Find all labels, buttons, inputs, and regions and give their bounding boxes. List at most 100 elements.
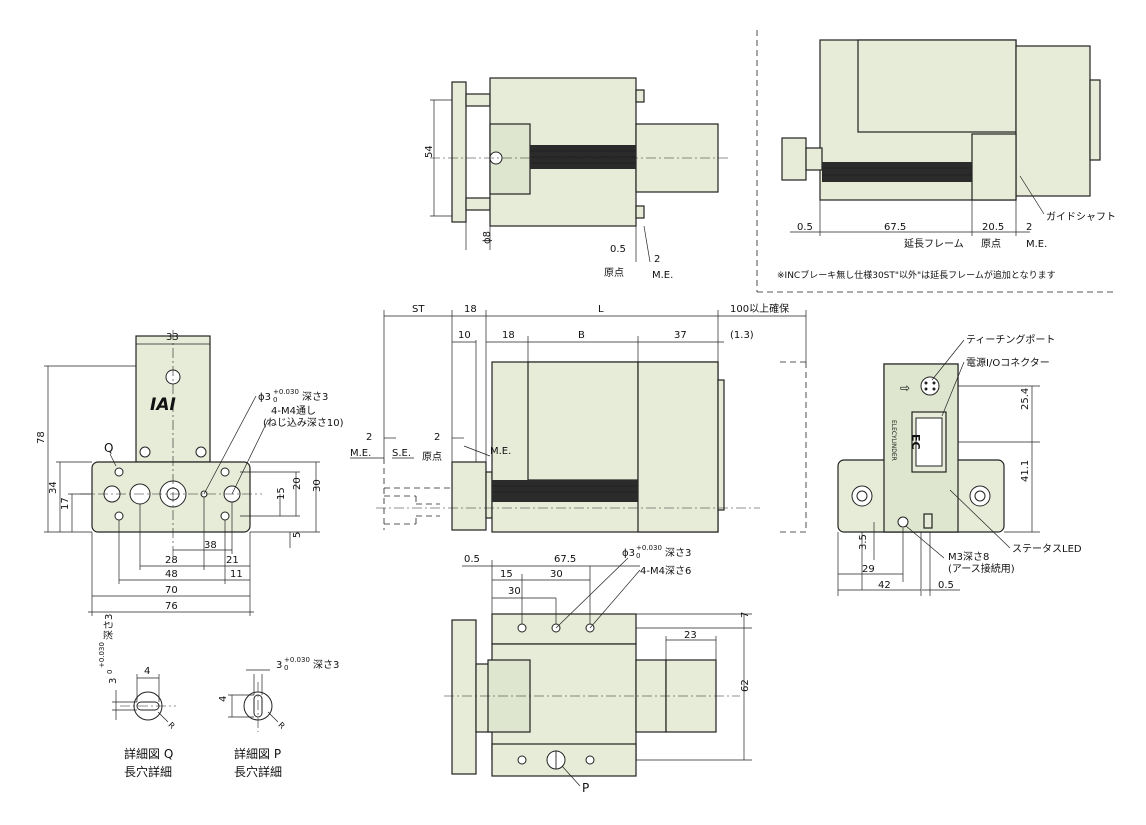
m4-bottom: 4-M4深さ6 bbox=[640, 565, 691, 577]
dim-41-1: 41.1 bbox=[1020, 460, 1031, 482]
top-view: 54 ϕ8 0.5 2 原点 M.E. bbox=[424, 77, 730, 281]
label-origin-tr: 原点 bbox=[981, 238, 1001, 250]
phi3-front: ϕ3 bbox=[258, 392, 271, 403]
label-teaching-port: ティーチングポート bbox=[966, 333, 1055, 346]
tol-bot-bottom: 0 bbox=[636, 552, 640, 560]
label-me-left: M.E. bbox=[350, 448, 371, 459]
dim-78: 78 bbox=[36, 431, 47, 444]
depth3-front: 深さ3 bbox=[302, 391, 328, 403]
label-se: S.E. bbox=[392, 448, 411, 459]
dim-28: 28 bbox=[165, 555, 178, 566]
dim-48: 48 bbox=[165, 569, 178, 580]
arrow-icon: ⇨ bbox=[900, 381, 910, 395]
dim-15-front: 15 bbox=[276, 487, 287, 500]
q-depth: 深さ3 bbox=[103, 614, 115, 640]
tol-top-bottom: +0.030 bbox=[636, 544, 662, 552]
label-me-tr: M.E. bbox=[1026, 239, 1047, 250]
dim-7-bottom: 7 bbox=[740, 612, 751, 618]
dim-15-bottom: 15 bbox=[500, 569, 513, 580]
q-dim-4: 4 bbox=[144, 666, 150, 677]
dim-11: 11 bbox=[230, 569, 243, 580]
dim-0-5: 0.5 bbox=[610, 244, 626, 255]
p-tol-top: +0.030 bbox=[284, 656, 310, 664]
dim-38: 38 bbox=[204, 540, 217, 551]
dim-67-5-tr: 67.5 bbox=[884, 222, 906, 233]
dim-2-tr: 2 bbox=[1026, 222, 1032, 233]
q-tol-bot: 0 bbox=[106, 670, 114, 674]
dim-2: 2 bbox=[654, 254, 660, 265]
label-power-io: 電源I/Oコネクター bbox=[966, 356, 1050, 369]
dim-30a-bottom: 30 bbox=[550, 569, 563, 580]
dim-23-bottom: 23 bbox=[684, 630, 697, 641]
q-title2: 長穴詳細 bbox=[124, 764, 172, 779]
dim-54: 54 bbox=[424, 145, 435, 158]
p-tol-bot: 0 bbox=[284, 664, 288, 672]
depth3-bottom: 深さ3 bbox=[665, 547, 691, 559]
dim-37: 37 bbox=[674, 330, 687, 341]
p-depth: 深さ3 bbox=[313, 659, 339, 671]
detail-p: 3 +0.030 0 深さ3 4 R 詳細図 P 長穴詳細 bbox=[218, 656, 339, 779]
model-text: ELECYLINDER bbox=[890, 420, 897, 461]
tol-bot-front: 0 bbox=[273, 396, 277, 404]
side-view: ST 18 L 100以上確保 10 18 B 37 (1.3) 2 2 M.E… bbox=[350, 302, 807, 533]
dim-0-5-bottom: 0.5 bbox=[464, 554, 480, 565]
label-ext-frame: 延長フレーム bbox=[904, 238, 964, 250]
bottom-view: 0.5 67.5 15 30 30 ϕ3 +0.030 0 深さ3 4-M4深さ… bbox=[444, 544, 752, 795]
dim-0-5-rear: 0.5 bbox=[938, 580, 954, 591]
dim-25-4: 25.4 bbox=[1020, 388, 1031, 410]
q-title1: 詳細図 Q bbox=[124, 746, 173, 761]
label-origin-side: 原点 bbox=[422, 451, 442, 463]
dim-100: 100以上確保 bbox=[730, 302, 789, 315]
p-r: R bbox=[276, 720, 287, 731]
dim-b: B bbox=[578, 330, 585, 341]
dim-18-top: 18 bbox=[464, 304, 477, 315]
dim-l: L bbox=[598, 304, 604, 315]
p-dim-3: 3 bbox=[276, 660, 282, 671]
q-tol-top: +0.030 bbox=[98, 642, 106, 668]
dim-17: 17 bbox=[60, 497, 71, 510]
dim-30-front: 30 bbox=[312, 479, 323, 492]
front-view: IAI 33 78 34 17 Q ϕ3 +0.030 0 深さ3 4-M4通し… bbox=[36, 330, 344, 616]
iai-logo: IAI bbox=[150, 395, 176, 415]
label-guide-shaft: ガイドシャフト bbox=[1046, 211, 1116, 223]
dim-18-inner: 18 bbox=[502, 330, 515, 341]
dim-76: 76 bbox=[165, 601, 178, 612]
label-origin: 原点 bbox=[604, 267, 624, 279]
dim-2-right: 2 bbox=[434, 432, 440, 443]
q-r: R bbox=[166, 720, 177, 731]
dim-33: 33 bbox=[166, 332, 179, 343]
dim-1-3: (1.3) bbox=[730, 330, 754, 341]
dim-10: 10 bbox=[458, 330, 471, 341]
m4-note: (ねじ込み深さ10) bbox=[263, 417, 344, 429]
p-dim-4: 4 bbox=[218, 696, 229, 702]
dim-20-front: 20 bbox=[292, 477, 303, 490]
label-m3-note: (アース接続用) bbox=[948, 562, 1015, 575]
dim-phi8: ϕ8 bbox=[482, 231, 493, 244]
dim-20-5-tr: 20.5 bbox=[982, 222, 1004, 233]
detail-q: 4 3 +0.030 0 深さ3 R 詳細図 Q 長穴詳細 bbox=[98, 614, 177, 779]
dim-62-bottom: 62 bbox=[740, 679, 751, 692]
dim-67-5-bottom: 67.5 bbox=[554, 554, 576, 565]
dim-34: 34 bbox=[48, 481, 59, 494]
p-title1: 詳細図 P bbox=[234, 746, 281, 761]
dim-70: 70 bbox=[165, 585, 178, 596]
q-dim-3: 3 bbox=[108, 678, 119, 684]
m4-thru: 4-M4通し bbox=[271, 405, 316, 417]
note-inc-brake: ※INCブレーキ無し仕様30ST"以外"は延長フレームが追加となります bbox=[777, 269, 1056, 281]
dim-21: 21 bbox=[226, 555, 239, 566]
dim-5-front: 5 bbox=[292, 532, 303, 538]
label-p: P bbox=[582, 781, 589, 795]
label-status-led: ステータスLED bbox=[1012, 543, 1082, 555]
dim-2-left: 2 bbox=[366, 432, 372, 443]
ec-logo: EC bbox=[909, 434, 922, 450]
label-q: Q bbox=[104, 441, 113, 455]
dim-3-5: 3.5 bbox=[858, 534, 869, 550]
rear-view: ⇨ EC ELECYLINDER ティーチングポート 電源I/Oコネクター 25… bbox=[837, 333, 1082, 596]
p-title2: 長穴詳細 bbox=[234, 764, 282, 779]
label-me: M.E. bbox=[652, 270, 673, 281]
tol-top-front: +0.030 bbox=[273, 388, 299, 396]
top-right-view: 0.5 67.5 20.5 2 延長フレーム 原点 M.E. ガイドシャフト ※… bbox=[756, 30, 1116, 293]
dim-29: 29 bbox=[862, 564, 875, 575]
phi3-bottom: ϕ3 bbox=[622, 548, 635, 559]
